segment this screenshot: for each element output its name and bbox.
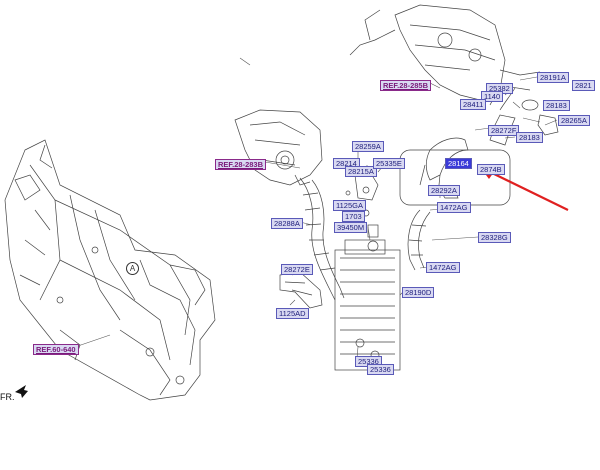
part-label-1703[interactable]: 1703 bbox=[342, 211, 365, 222]
ref-label-28-283b[interactable]: REF.28-283B bbox=[215, 159, 267, 170]
part-label-28265a[interactable]: 28265A bbox=[558, 115, 590, 126]
part-label-2821[interactable]: 2821 bbox=[572, 80, 595, 91]
callout-circle-a: A bbox=[126, 262, 139, 275]
part-label-28272e[interactable]: 28272E bbox=[281, 264, 313, 275]
intake-hose-left bbox=[299, 177, 345, 301]
part-label-28215a[interactable]: 28215A bbox=[345, 166, 377, 177]
part-label-28183-lower[interactable]: 28183 bbox=[516, 132, 543, 143]
intake-hose-right bbox=[407, 209, 431, 271]
part-label-28288a[interactable]: 28288A bbox=[271, 218, 303, 229]
part-label-28272f[interactable]: 28272F bbox=[488, 125, 520, 136]
part-label-28183[interactable]: 28183 bbox=[543, 100, 570, 111]
part-label-28328g[interactable]: 28328G bbox=[478, 232, 511, 243]
part-label-1472ag-top[interactable]: 1472AG bbox=[437, 202, 471, 213]
part-label-28411[interactable]: 28411 bbox=[460, 99, 487, 110]
bracket bbox=[279, 271, 323, 309]
part-label-28259a[interactable]: 28259A bbox=[352, 141, 384, 152]
part-label-28190d[interactable]: 28190D bbox=[402, 287, 435, 298]
part-label-28191a[interactable]: 28191A bbox=[537, 72, 569, 83]
part-label-28292a[interactable]: 28292A bbox=[428, 185, 460, 196]
part-label-2874b[interactable]: 2874B bbox=[477, 164, 505, 175]
part-label-25335e[interactable]: 25335E bbox=[373, 158, 405, 169]
part-label-39450m[interactable]: 39450M bbox=[334, 222, 368, 233]
part-label-28164-selected[interactable]: 28164 bbox=[445, 158, 472, 169]
ref-label-28-285b[interactable]: REF.28-285B bbox=[380, 80, 432, 91]
front-direction-label: FR. bbox=[0, 392, 15, 402]
ref-label-60-640[interactable]: REF.60-640 bbox=[33, 344, 79, 355]
turbocharger-assembly bbox=[234, 109, 323, 186]
part-label-1140[interactable]: 1140 bbox=[481, 91, 504, 102]
radiator-support-frame bbox=[4, 139, 216, 401]
part-label-1125ad[interactable]: 1125AD bbox=[276, 308, 309, 319]
front-arrow bbox=[15, 385, 28, 398]
part-label-1472ag-bottom[interactable]: 1472AG bbox=[426, 262, 460, 273]
intercooler bbox=[334, 224, 401, 371]
part-label-1125ga[interactable]: 1125GA bbox=[333, 200, 366, 211]
part-label-25336-lower[interactable]: 25336 bbox=[367, 364, 394, 375]
